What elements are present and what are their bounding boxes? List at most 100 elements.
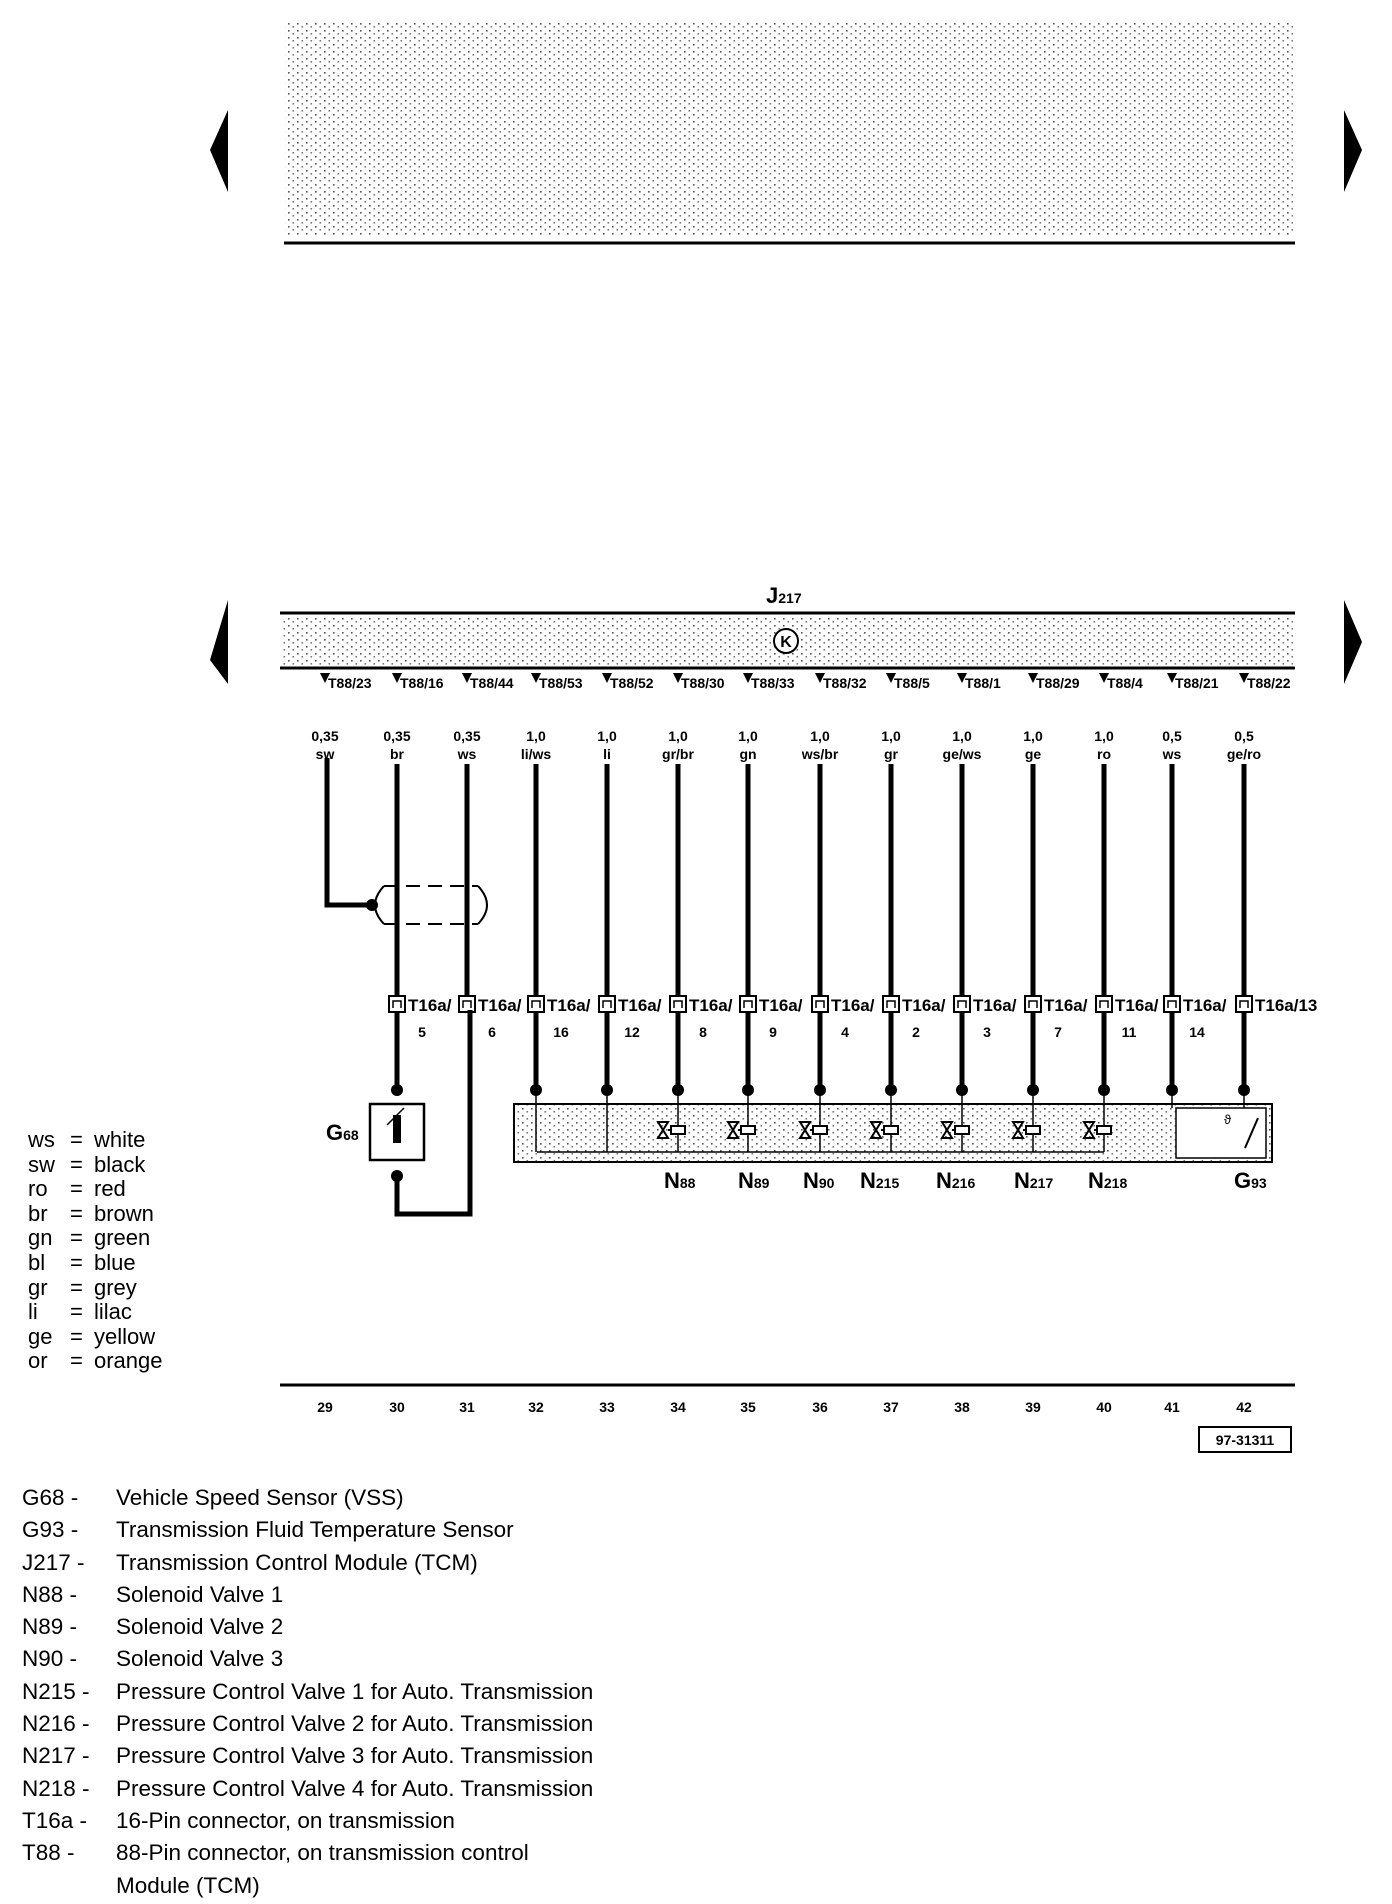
wire-color: sw bbox=[316, 746, 335, 762]
nav-arrow-left-icon[interactable] bbox=[210, 600, 228, 684]
valve-symbol-icon bbox=[656, 1121, 670, 1139]
legend-code: G68 - bbox=[22, 1485, 79, 1510]
legend-row: T16a -16-Pin connector, on transmission bbox=[22, 1805, 593, 1837]
terminal-arrow-icon bbox=[743, 673, 753, 683]
color-code-name: red bbox=[94, 1176, 126, 1202]
legend-row: N89 - Solenoid Valve 2 bbox=[22, 1611, 593, 1643]
terminal-arrow-icon bbox=[1167, 673, 1177, 683]
t16a-pin-icon bbox=[811, 995, 829, 1013]
connection-dot bbox=[1098, 1084, 1110, 1096]
t16a-pin-number: 6 bbox=[488, 1024, 496, 1040]
component-label-n217: N217 bbox=[1014, 1168, 1053, 1193]
t16a-pin-number: 14 bbox=[1189, 1024, 1205, 1040]
terminal-arrow-icon bbox=[1028, 673, 1038, 683]
valve-symbol-icon bbox=[726, 1121, 740, 1139]
legend-description: Pressure Control Valve 4 for Auto. Trans… bbox=[116, 1775, 594, 1801]
color-code-abbr: ge bbox=[28, 1323, 53, 1349]
color-code-abbr: bl bbox=[28, 1249, 46, 1275]
legend-code: N216 - bbox=[22, 1711, 90, 1737]
legend-row: N90 -Solenoid Valve 3 bbox=[22, 1643, 593, 1675]
t16a-pin-icon bbox=[739, 995, 757, 1013]
legend-code: N218 - bbox=[22, 1775, 90, 1801]
t16a-label: T16a/ bbox=[902, 996, 946, 1015]
solenoid-valve-5 bbox=[940, 1092, 970, 1152]
color-code-name: lilac bbox=[94, 1299, 132, 1325]
pin-symbol-icon bbox=[1028, 1000, 1038, 1008]
wire-color: ge/ro bbox=[1227, 746, 1261, 762]
connection-dot bbox=[601, 1084, 613, 1096]
color-code-eq: = bbox=[70, 1151, 83, 1177]
solenoid-valve-2 bbox=[726, 1092, 756, 1152]
track-number: 40 bbox=[1096, 1399, 1112, 1415]
solenoid-coil-icon bbox=[1025, 1125, 1041, 1135]
legend-description: Solenoid Valve 2 bbox=[116, 1614, 284, 1640]
terminal-label: T88/21 bbox=[1175, 675, 1219, 691]
legend-code: T16a - bbox=[22, 1807, 88, 1833]
legend-row: N215 -Pressure Control Valve 1 for Auto.… bbox=[22, 1676, 593, 1708]
terminal-arrow-icon bbox=[462, 673, 472, 683]
terminal-arrow-icon bbox=[1239, 673, 1249, 683]
solenoid-coil-icon bbox=[954, 1125, 970, 1135]
color-code-eq: = bbox=[70, 1348, 83, 1374]
color-code-row: or=orange bbox=[28, 1349, 163, 1374]
top-continuation-block bbox=[210, 22, 1362, 245]
t16a-pin-icon bbox=[388, 995, 406, 1013]
color-code-eq: = bbox=[70, 1176, 83, 1202]
legend-description: Pressure Control Valve 1 for Auto. Trans… bbox=[116, 1678, 594, 1704]
g68-element-icon bbox=[393, 1115, 401, 1143]
terminal-arrow-icon bbox=[602, 673, 612, 683]
module-symbol-circle-icon bbox=[773, 628, 799, 654]
wire-color: ge/ws bbox=[943, 746, 982, 762]
wire-color: ro bbox=[1097, 746, 1111, 762]
wire-gauge: 0,5 bbox=[1234, 728, 1254, 744]
t16a-pin-number: 16 bbox=[553, 1024, 569, 1040]
legend-code: N89 - bbox=[22, 1614, 78, 1640]
t16a-label: T16a/ bbox=[1044, 996, 1088, 1015]
wire-color: ge bbox=[1025, 746, 1042, 762]
color-code-eq: = bbox=[70, 1299, 83, 1325]
solenoid-coil-icon bbox=[740, 1125, 756, 1135]
wire-gauge: 1,0 bbox=[668, 728, 688, 744]
nav-arrow-right-icon[interactable] bbox=[1344, 600, 1362, 684]
track-number: 39 bbox=[1025, 1399, 1041, 1415]
t16a-pin-number: 2 bbox=[912, 1024, 920, 1040]
legend-row: N88 -Solenoid Valve 1 bbox=[22, 1579, 593, 1611]
solenoid-coil-icon bbox=[883, 1125, 899, 1135]
valve-symbol-icon bbox=[1082, 1121, 1096, 1139]
track-number: 36 bbox=[812, 1399, 828, 1415]
color-code-row: gn=green bbox=[28, 1226, 163, 1251]
color-code-abbr: sw bbox=[28, 1151, 55, 1177]
legend-code: T88 - bbox=[22, 1840, 75, 1866]
wire-gauge: 1,0 bbox=[738, 728, 758, 744]
t16a-pin-icon bbox=[1095, 995, 1113, 1013]
wire-color: ws/br bbox=[801, 746, 839, 762]
color-code-abbr: br bbox=[28, 1200, 48, 1226]
legend-row: G68 -Vehicle Speed Sensor (VSS) bbox=[22, 1482, 593, 1514]
connection-dot bbox=[672, 1084, 684, 1096]
module-j217: J217 K bbox=[210, 583, 1362, 684]
t16a-pin-icon bbox=[527, 995, 545, 1013]
color-code-name: brown bbox=[94, 1200, 154, 1226]
solenoid-valve-3 bbox=[798, 1092, 828, 1152]
color-code-abbr: or bbox=[28, 1348, 48, 1374]
solenoid-coil-icon bbox=[670, 1125, 686, 1135]
nav-arrow-right-icon[interactable] bbox=[1344, 110, 1362, 192]
terminal-label: T88/30 bbox=[681, 675, 725, 691]
legend-row: N217 -Pressure Control Valve 3 for Auto.… bbox=[22, 1740, 593, 1772]
wire-gauge: 0,35 bbox=[453, 728, 480, 744]
terminal-label: T88/16 bbox=[400, 675, 444, 691]
component-label-n218: N218 bbox=[1088, 1168, 1127, 1193]
legend-code: N217 - bbox=[22, 1743, 90, 1769]
connection-dot bbox=[742, 1084, 754, 1096]
terminal-label: T88/29 bbox=[1036, 675, 1080, 691]
solenoid-valve-1 bbox=[656, 1092, 686, 1152]
nav-arrow-left-icon[interactable] bbox=[210, 110, 228, 192]
color-code-row: ro=red bbox=[28, 1177, 163, 1202]
wire-gauge: 1,0 bbox=[1023, 728, 1043, 744]
wire-color: ws bbox=[1162, 746, 1182, 762]
t16a-label: T16a/ bbox=[1115, 996, 1159, 1015]
